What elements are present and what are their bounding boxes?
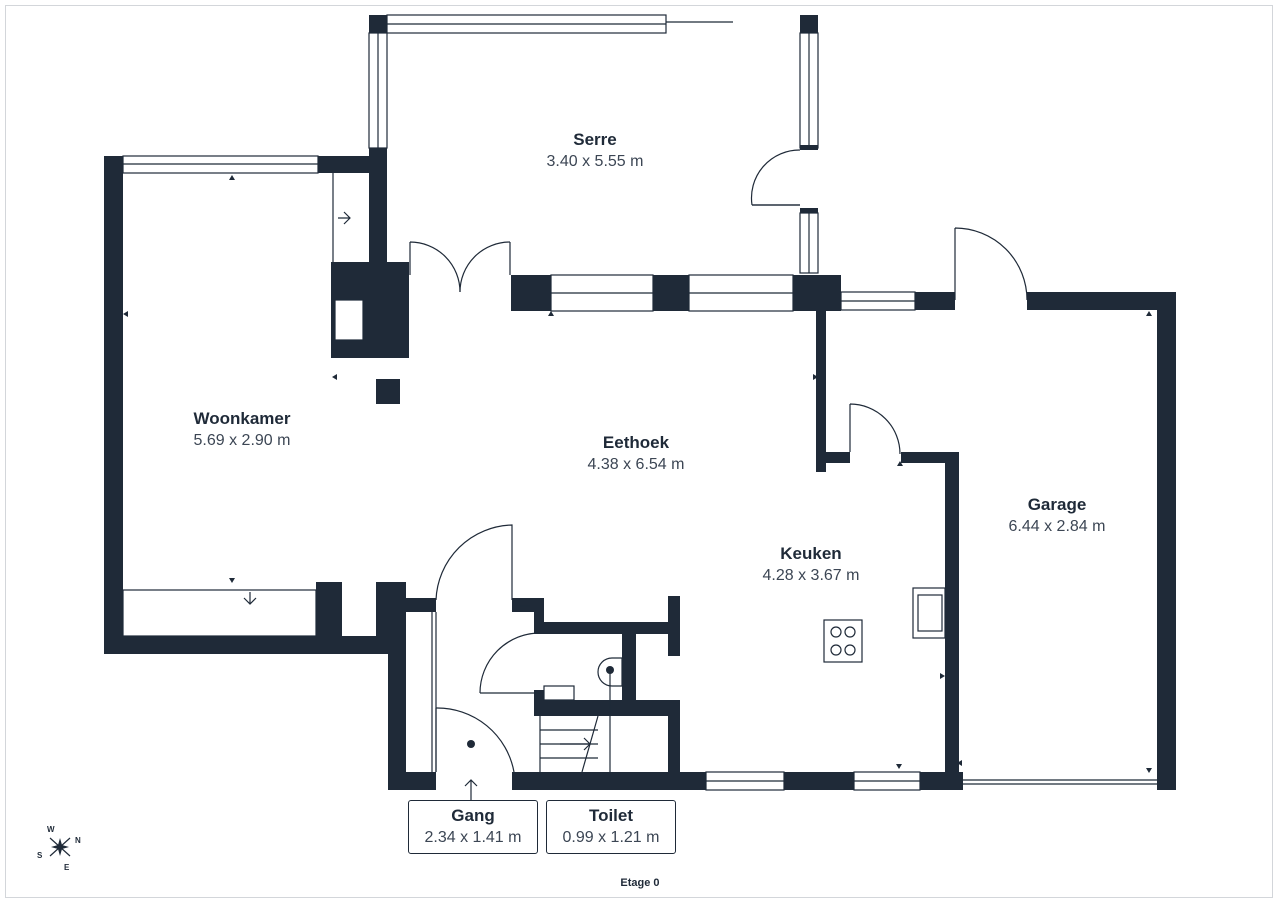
keuken-walls <box>668 587 963 791</box>
garage-walls <box>816 227 1176 790</box>
woonkamer-walls <box>104 155 409 654</box>
compass-s: S <box>37 851 43 860</box>
room-name: Garage <box>1027 495 1087 514</box>
room-dims: 4.38 x 6.54 m <box>587 456 685 473</box>
room-name: Serre <box>573 130 617 149</box>
room-dims: 3.40 x 5.55 m <box>546 153 644 170</box>
room-dims: 0.99 x 1.21 m <box>562 829 660 846</box>
room-name: Gang <box>451 806 495 825</box>
room-name: Keuken <box>780 544 842 563</box>
gang-toilet-walls <box>388 524 680 800</box>
measure-markers <box>123 175 1152 773</box>
room-dims: 4.28 x 3.67 m <box>762 567 860 584</box>
floor-label: Etage 0 <box>620 877 660 889</box>
room-label-keuken: Keuken 4.28 x 3.67 m <box>736 543 886 587</box>
compass-icon: W N S E <box>37 825 81 872</box>
room-label-garage: Garage 6.44 x 2.84 m <box>982 494 1132 538</box>
room-dims: 5.69 x 2.90 m <box>193 432 291 449</box>
room-label-gang: Gang 2.34 x 1.41 m <box>408 800 538 854</box>
compass-w: W <box>47 825 55 834</box>
eethoek-north-wall <box>387 241 841 312</box>
room-dims: 2.34 x 1.41 m <box>424 829 522 846</box>
room-label-eethoek: Eethoek 4.38 x 6.54 m <box>561 432 711 476</box>
room-label-toilet: Toilet 0.99 x 1.21 m <box>546 800 676 854</box>
room-name: Toilet <box>588 806 634 825</box>
room-dims: 6.44 x 2.84 m <box>1008 518 1106 535</box>
room-name: Woonkamer <box>193 409 291 428</box>
compass-e: E <box>64 863 70 872</box>
compass-n: N <box>75 836 81 845</box>
room-name: Eethoek <box>602 433 670 452</box>
room-label-serre: Serre 3.40 x 5.55 m <box>520 129 670 173</box>
room-label-woonkamer: Woonkamer 5.69 x 2.90 m <box>167 408 317 452</box>
